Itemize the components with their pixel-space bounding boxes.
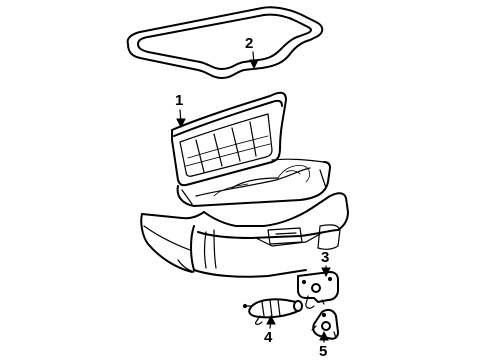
callout-4: 4 bbox=[264, 314, 276, 346]
trunk-lid bbox=[171, 91, 287, 187]
callout-label-1: 1 bbox=[175, 92, 183, 109]
callout-label-4: 4 bbox=[264, 329, 273, 346]
callout-label-5: 5 bbox=[319, 343, 327, 360]
callout-2: 2 bbox=[245, 35, 259, 70]
callout-5: 5 bbox=[319, 330, 329, 360]
callout-1: 1 bbox=[175, 92, 186, 129]
weatherstrip-seal bbox=[126, 6, 324, 79]
striker-bracket bbox=[311, 308, 339, 340]
lock-actuator bbox=[242, 298, 303, 325]
callout-3: 3 bbox=[321, 249, 331, 278]
car-rear-body bbox=[140, 158, 349, 278]
callout-label-2: 2 bbox=[245, 35, 253, 52]
trunk-latch bbox=[297, 271, 339, 309]
callout-label-3: 3 bbox=[321, 249, 329, 266]
